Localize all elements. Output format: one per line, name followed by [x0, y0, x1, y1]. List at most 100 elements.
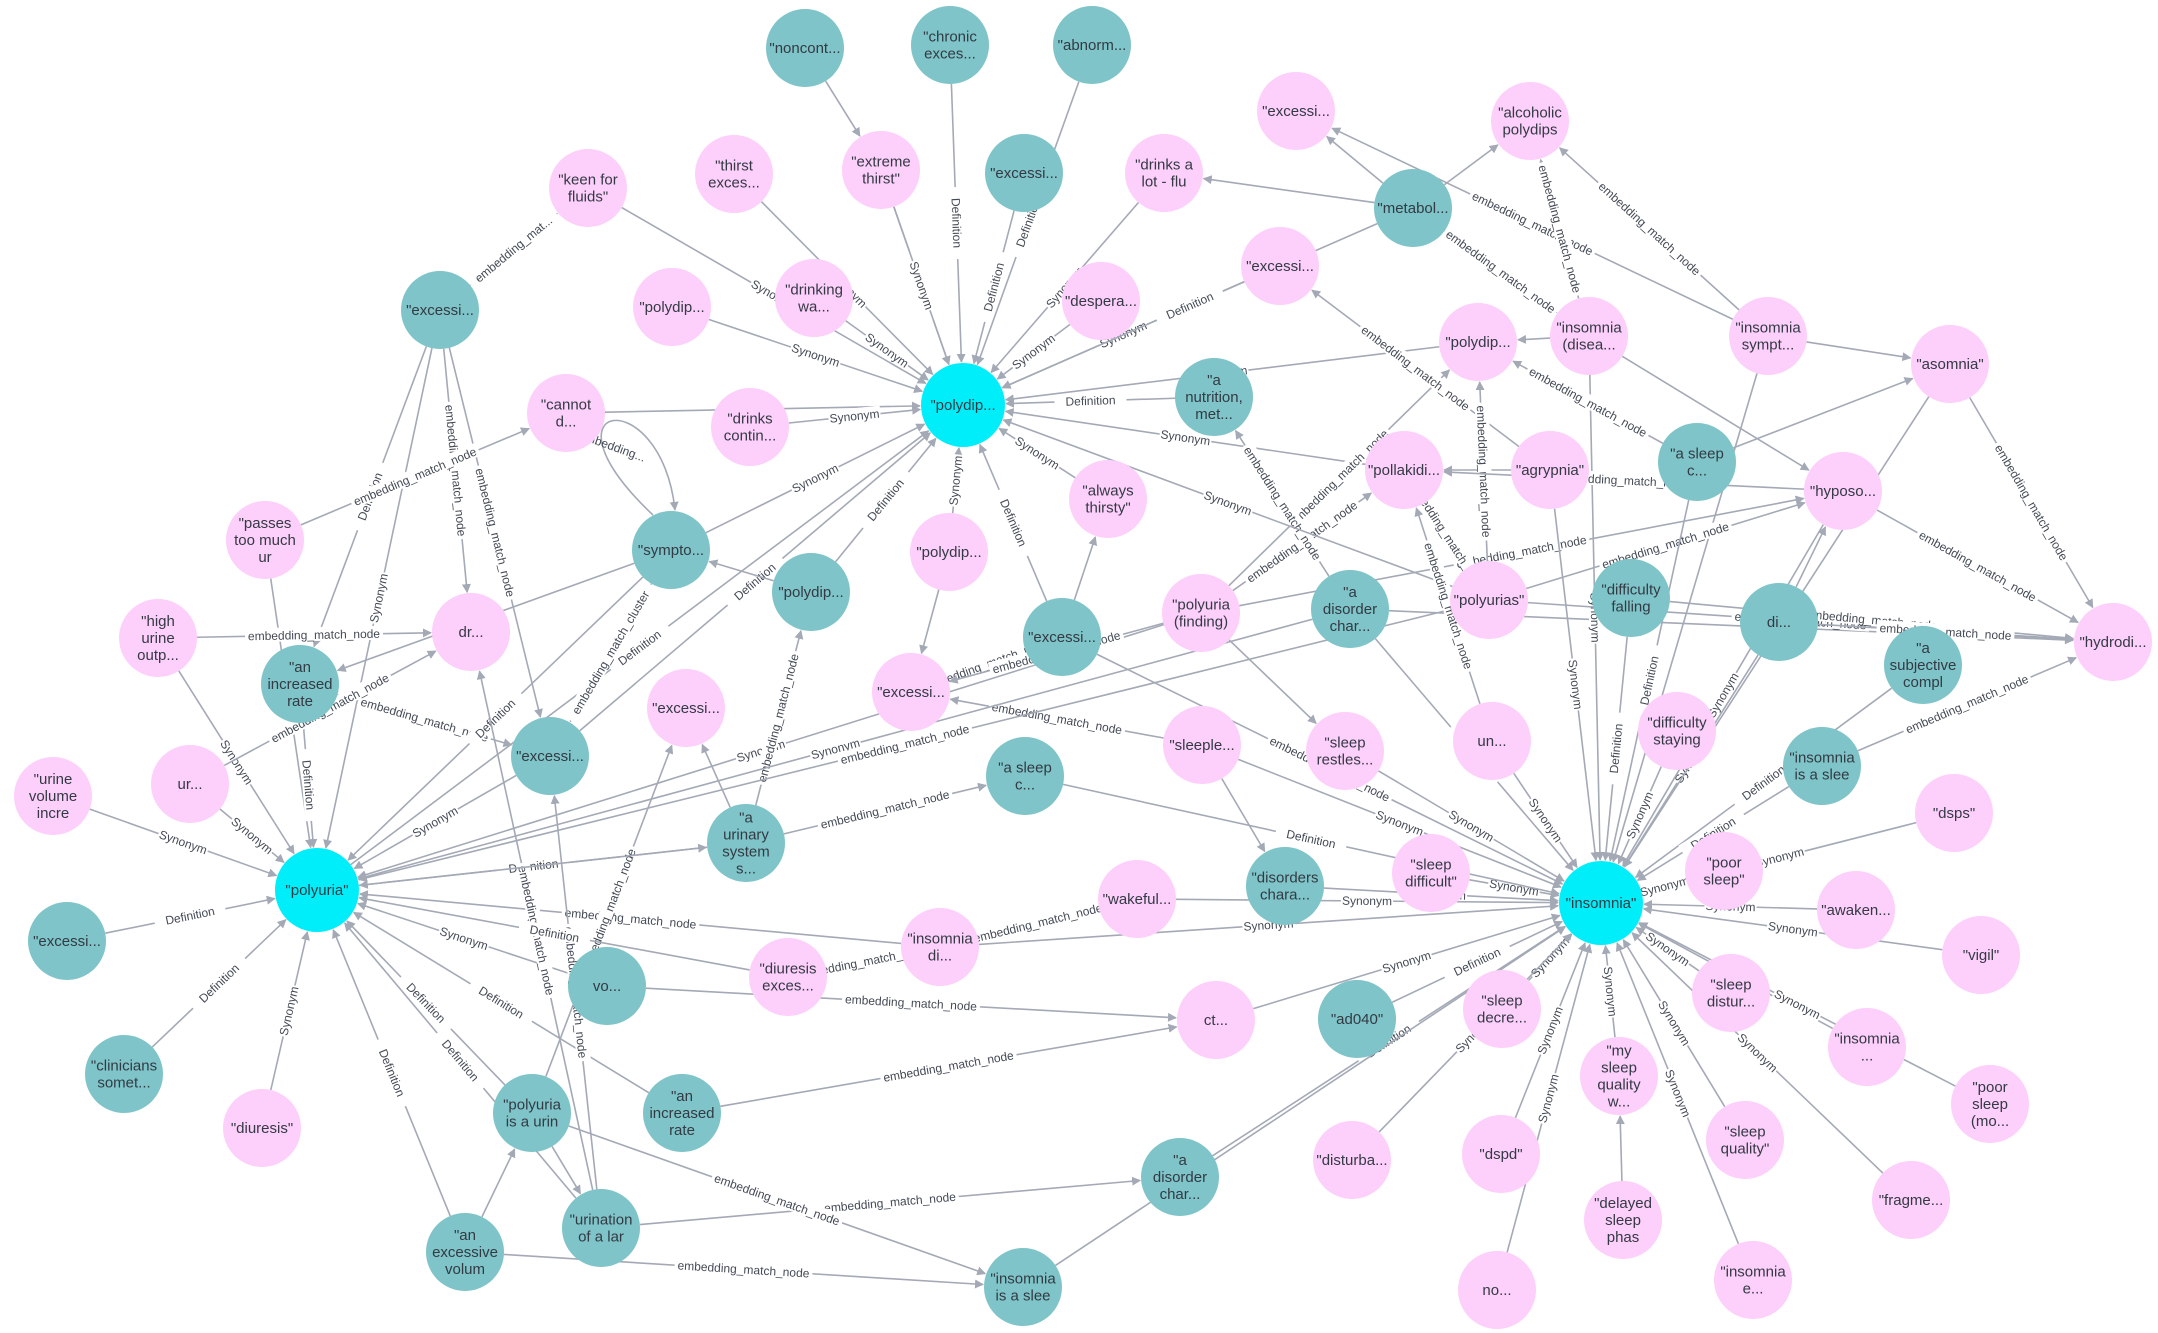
- node-circle[interactable]: [1783, 727, 1861, 805]
- node-circle[interactable]: [647, 669, 725, 747]
- node-fragme[interactable]: "fragme...: [1872, 1161, 1950, 1239]
- node-excessi_pink_center[interactable]: "excessi...: [872, 653, 950, 731]
- node-circle[interactable]: [707, 804, 785, 882]
- node-circle[interactable]: [1241, 227, 1319, 305]
- node-drinking_wa[interactable]: "drinkingwa...: [775, 259, 853, 337]
- node-circle[interactable]: [766, 9, 844, 87]
- node-circle[interactable]: [921, 363, 1005, 447]
- node-hyposo[interactable]: "hyposo...: [1804, 452, 1882, 530]
- node-circle[interactable]: [1550, 297, 1628, 375]
- node-circle[interactable]: [1463, 970, 1541, 1048]
- node-circle[interactable]: [261, 645, 339, 723]
- node-circle[interactable]: [1584, 1181, 1662, 1259]
- node-circle[interactable]: [226, 501, 304, 579]
- node-circle[interactable]: [1915, 774, 1993, 852]
- node-metabol[interactable]: "metabol...: [1374, 169, 1452, 247]
- node-circle[interactable]: [633, 268, 711, 346]
- node-polydip_pink_left[interactable]: "polydip...: [633, 268, 711, 346]
- node-circle[interactable]: [1592, 559, 1670, 637]
- node-circle[interactable]: [1141, 1138, 1219, 1216]
- node-circle[interactable]: [910, 513, 988, 591]
- node-polydip_pink_right[interactable]: "polydip...: [1439, 303, 1517, 381]
- node-wakeful[interactable]: "wakeful...: [1098, 860, 1176, 938]
- node-circle[interactable]: [28, 902, 106, 980]
- node-sleep_distur[interactable]: "sleepdistur...: [1692, 954, 1770, 1032]
- node-circle[interactable]: [432, 593, 510, 671]
- node-circle[interactable]: [1911, 325, 1989, 403]
- node-circle[interactable]: [1804, 452, 1882, 530]
- node-poor_sleep_mo[interactable]: "poorsleep(mo...: [1951, 1065, 2029, 1143]
- node-circle[interactable]: [14, 757, 92, 835]
- node-circle[interactable]: [1638, 692, 1716, 770]
- node-excessi_farleft[interactable]: "excessi...: [28, 902, 106, 980]
- node-diuresis[interactable]: "diuresis": [223, 1089, 301, 1167]
- node-circle[interactable]: [1098, 860, 1176, 938]
- node-diuresis_exces[interactable]: "diuresisexces...: [749, 938, 827, 1016]
- node-circle[interactable]: [1311, 570, 1389, 648]
- node-circle[interactable]: [1257, 72, 1335, 150]
- node-circle[interactable]: [568, 947, 646, 1025]
- node-circle[interactable]: [493, 1074, 571, 1152]
- node-circle[interactable]: [275, 848, 359, 932]
- node-excessi_pink_low[interactable]: "excessi...: [647, 669, 725, 747]
- node-circle[interactable]: [1458, 1251, 1536, 1329]
- node-un[interactable]: un...: [1453, 702, 1531, 780]
- node-circle[interactable]: [986, 737, 1064, 815]
- node-circle[interactable]: [911, 6, 989, 84]
- node-polyuria_hub[interactable]: "polyuria": [275, 848, 359, 932]
- node-noncont[interactable]: "noncont...: [766, 9, 844, 87]
- node-circle[interactable]: [643, 1074, 721, 1152]
- node-polydipsia_hub[interactable]: "polydip...: [921, 363, 1005, 447]
- node-clinicians[interactable]: "clinicianssomet...: [85, 1035, 163, 1113]
- node-polydip_mid[interactable]: "polydip...: [772, 553, 850, 631]
- node-chronic_exces[interactable]: "chronicexces...: [911, 6, 989, 84]
- node-ur[interactable]: ur...: [151, 745, 229, 823]
- node-circle[interactable]: [1951, 1065, 2029, 1143]
- node-circle[interactable]: [1162, 574, 1240, 652]
- node-circle[interactable]: [527, 374, 605, 452]
- node-insomnia_hub[interactable]: "insomnia": [1559, 861, 1643, 945]
- node-agrypnia[interactable]: "agrypnia": [1511, 431, 1589, 509]
- node-excessi_lowmid[interactable]: "excessi...: [511, 717, 589, 795]
- node-circle[interactable]: [1658, 423, 1736, 501]
- node-circle[interactable]: [119, 599, 197, 677]
- node-circle[interactable]: [1453, 702, 1531, 780]
- node-circle[interactable]: [426, 1213, 504, 1291]
- node-circle[interactable]: [1740, 583, 1818, 661]
- node-urinary_system[interactable]: "aurinarysystems...: [707, 804, 785, 882]
- node-circle[interactable]: [401, 271, 479, 349]
- node-asomnia[interactable]: "asomnia": [1911, 325, 1989, 403]
- node-disorders_chara[interactable]: "disorderschara...: [1246, 847, 1324, 925]
- node-circle[interactable]: [1313, 1121, 1391, 1199]
- node-excessi_pink_top[interactable]: "excessi...: [1257, 72, 1335, 150]
- node-pollakidi[interactable]: "pollakidi...: [1365, 431, 1443, 509]
- node-circle[interactable]: [1884, 626, 1962, 704]
- node-circle[interactable]: [1175, 358, 1253, 436]
- node-circle[interactable]: [711, 388, 789, 466]
- node-circle[interactable]: [842, 131, 920, 209]
- node-despera[interactable]: "despera...: [1062, 262, 1140, 340]
- node-circle[interactable]: [1511, 431, 1589, 509]
- node-circle[interactable]: [985, 134, 1063, 212]
- node-my_sleep_quality[interactable]: "mysleepqualityw...: [1580, 1037, 1658, 1115]
- node-circle[interactable]: [1023, 598, 1101, 676]
- node-circle[interactable]: [562, 1189, 640, 1267]
- node-sleeple[interactable]: "sleeple...: [1163, 706, 1241, 784]
- node-insomnia_di[interactable]: "insomniadi...: [901, 908, 979, 986]
- node-circle[interactable]: [775, 259, 853, 337]
- node-no[interactable]: no...: [1458, 1251, 1536, 1329]
- node-sleep_c_right[interactable]: "a sleepc...: [1658, 423, 1736, 501]
- node-polyuria_finding[interactable]: "polyuria(finding): [1162, 574, 1240, 652]
- node-ad040[interactable]: "ad040": [1318, 980, 1396, 1058]
- node-dr[interactable]: dr...: [432, 593, 510, 671]
- node-sleep_c_mid[interactable]: "a sleepc...: [986, 737, 1064, 815]
